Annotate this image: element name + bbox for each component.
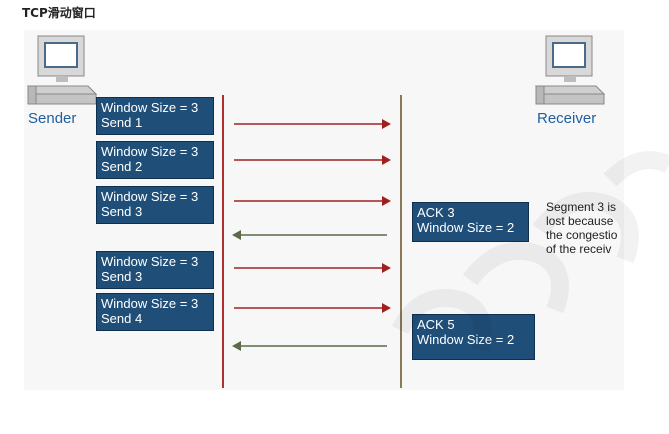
message-line: Window Size = 3 — [101, 100, 199, 115]
sender-message-box: Window Size = 3 Send 3 — [96, 186, 214, 224]
sender-message-box: Window Size = 3 Send 3 — [96, 251, 214, 289]
note-line: lost because — [546, 214, 614, 228]
ack-arrow — [232, 341, 387, 351]
message-line: Send 2 — [101, 159, 143, 174]
sender-timeline — [222, 95, 224, 388]
segment-arrow — [234, 263, 391, 273]
note-line: Segment 3 is — [546, 200, 617, 214]
segment-arrow — [234, 303, 391, 313]
segment-arrow — [234, 196, 391, 206]
ack-line: Window Size = 2 — [417, 220, 515, 235]
ack-line: ACK 3 — [417, 205, 455, 220]
message-line: Send 3 — [101, 204, 143, 219]
ack-line: ACK 5 — [417, 317, 455, 332]
sender-message-box: Window Size = 3 Send 4 — [96, 293, 214, 331]
segment-arrow — [234, 155, 391, 165]
sender-message-box: Window Size = 3 Send 2 — [96, 141, 214, 179]
receiver-ack-box: ACK 3 Window Size = 2 — [412, 202, 529, 242]
message-line: Window Size = 3 — [101, 296, 199, 311]
sender-label: Sender — [28, 110, 77, 127]
page-title: TCP滑动窗口 — [22, 6, 96, 20]
ack-arrow — [232, 230, 387, 240]
message-line: Window Size = 3 — [101, 254, 199, 269]
ack-line: Window Size = 2 — [417, 332, 515, 347]
message-line: Window Size = 3 — [101, 189, 199, 204]
message-line: Send 3 — [101, 269, 143, 284]
note-line: the congestio — [546, 228, 618, 242]
sender-computer-icon — [26, 35, 98, 105]
congestion-note: Segment 3 is lost because the congestio … — [546, 200, 620, 256]
sender-message-box: Window Size = 3 Send 1 — [96, 97, 214, 135]
receiver-ack-box: ACK 5 Window Size = 2 — [412, 314, 535, 360]
message-line: Send 1 — [101, 115, 143, 130]
message-line: Send 4 — [101, 311, 143, 326]
message-line: Window Size = 3 — [101, 144, 199, 159]
note-line: of the receiv — [546, 242, 612, 256]
receiver-label: Receiver — [537, 110, 597, 127]
receiver-computer-icon — [534, 35, 606, 105]
receiver-timeline — [400, 95, 402, 388]
segment-arrow — [234, 119, 391, 129]
